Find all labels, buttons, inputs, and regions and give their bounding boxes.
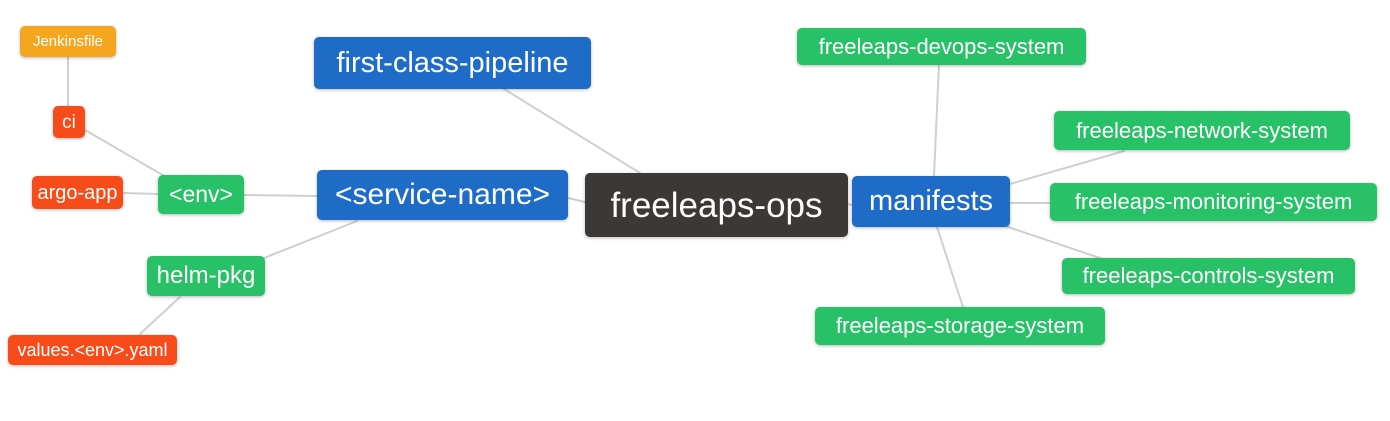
edge-values-env-yaml-to-helm-pkg [139,296,181,335]
edge-service-name-to-freeleaps-ops [567,197,586,203]
edge-manifests-to-freeleaps-controls-system [1004,225,1104,260]
node-first-class-pipeline[interactable]: first-class-pipeline [314,37,591,89]
edge-manifests-to-freeleaps-network-system [1009,150,1125,185]
edge-env-to-service-name [243,194,318,197]
edge-first-class-pipeline-to-freeleaps-ops [503,88,641,174]
node-helm-pkg[interactable]: helm-pkg [147,256,265,296]
node-freeleaps-ops[interactable]: freeleaps-ops [585,173,848,237]
edge-argo-app-to-env [122,192,159,195]
node-jenkinsfile[interactable]: Jenkinsfile [20,26,116,57]
node-freeleaps-controls-system[interactable]: freeleaps-controls-system [1062,258,1355,294]
edge-helm-pkg-to-service-name [263,220,358,259]
edge-manifests-to-freeleaps-devops-system [933,63,940,177]
node-freeleaps-devops-system[interactable]: freeleaps-devops-system [797,28,1086,65]
node-values-env-yaml[interactable]: values.<env>.yaml [8,335,177,365]
edge-manifests-to-freeleaps-storage-system [936,226,964,308]
node-service-name[interactable]: <service-name> [317,170,568,220]
node-freeleaps-network-system[interactable]: freeleaps-network-system [1054,111,1350,150]
edge-ci-to-env [84,129,167,178]
node-manifests[interactable]: manifests [852,176,1010,227]
node-ci[interactable]: ci [53,106,85,138]
node-env[interactable]: <env> [158,175,244,214]
node-freeleaps-storage-system[interactable]: freeleaps-storage-system [815,307,1105,345]
node-argo-app[interactable]: argo-app [32,176,123,209]
node-freeleaps-monitoring-system[interactable]: freeleaps-monitoring-system [1050,183,1377,221]
